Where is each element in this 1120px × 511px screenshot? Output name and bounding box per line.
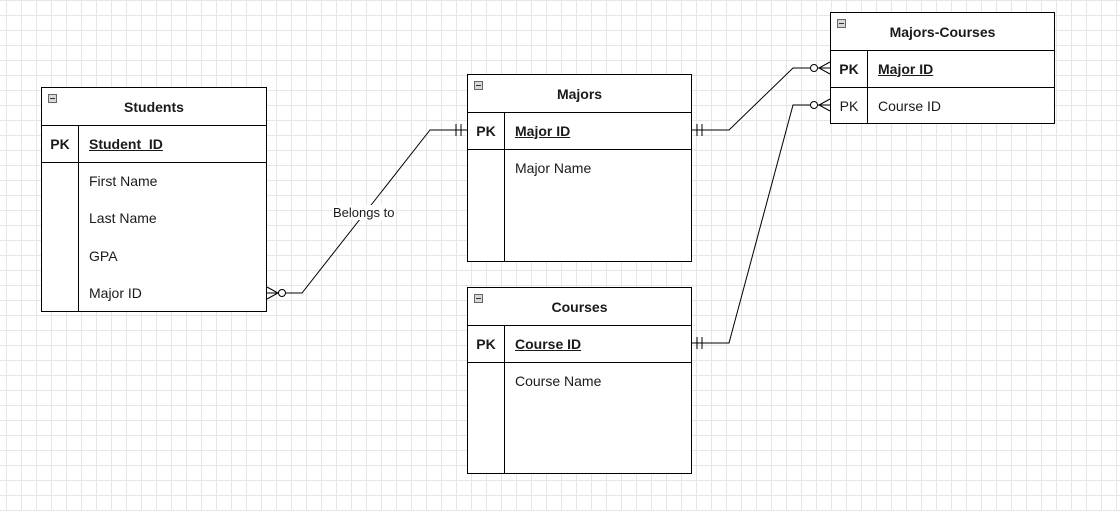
students-key-column <box>42 163 79 311</box>
zero-marker-majorscourses-major-id <box>810 64 818 72</box>
majors-table[interactable]: Majors PK Major ID Major Name <box>467 74 692 262</box>
courses-table[interactable]: Courses PK Course ID Course Name <box>467 287 692 474</box>
majors-courses-pk-course-id: Course ID <box>878 97 942 114</box>
majors-table-header[interactable]: Majors <box>468 75 691 113</box>
crowfoot-majorscourses-course-id <box>817 98 831 112</box>
courses-table-title: Courses <box>551 298 608 315</box>
students-field-gpa[interactable]: GPA <box>89 248 118 264</box>
one-marker-majors-right <box>696 124 703 136</box>
majors-field-major-name[interactable]: Major Name <box>515 160 592 176</box>
pk-label: PK <box>468 112 505 149</box>
majors-table-title: Majors <box>556 85 603 102</box>
one-marker-courses-right <box>696 337 703 349</box>
one-marker-majors-left <box>455 124 462 136</box>
collapse-icon[interactable] <box>837 19 846 28</box>
majors-courses-table-header[interactable]: Majors-Courses <box>831 13 1054 51</box>
courses-field-course-name[interactable]: Course Name <box>515 373 602 389</box>
pk-label: PK <box>468 325 505 362</box>
pk-label: PK <box>831 87 868 124</box>
majors-courses-pk-row-course-id[interactable]: PK Course ID <box>831 87 1054 124</box>
majors-pk-row[interactable]: PK Major ID <box>468 112 691 150</box>
courses-pk-field: Course ID <box>515 335 582 352</box>
students-table-header[interactable]: Students <box>42 88 266 126</box>
pk-label: PK <box>831 50 868 87</box>
relationship-label-belongs-to[interactable]: Belongs to <box>332 205 396 220</box>
collapse-icon[interactable] <box>474 81 483 90</box>
students-pk-field: Student_ID <box>89 135 163 152</box>
students-field-major-id[interactable]: Major ID <box>89 285 142 301</box>
courses-key-column <box>468 363 505 473</box>
majors-pk-field: Major ID <box>515 122 571 139</box>
edge-courses-majorscourses <box>692 104 830 344</box>
crowfoot-majorscourses-major-id <box>817 61 831 75</box>
students-table-title: Students <box>124 98 184 115</box>
students-pk-row[interactable]: PK Student_ID <box>42 125 266 163</box>
courses-table-header[interactable]: Courses <box>468 288 691 326</box>
edge-majors-majorscourses <box>692 67 830 131</box>
students-field-first-name[interactable]: First Name <box>89 173 158 189</box>
majors-courses-pk-row-major-id[interactable]: PK Major ID <box>831 50 1054 88</box>
zero-marker-students-major-id <box>278 289 286 297</box>
courses-pk-row[interactable]: PK Course ID <box>468 325 691 363</box>
pk-label: PK <box>42 125 79 162</box>
zero-marker-majorscourses-course-id <box>810 101 818 109</box>
collapse-icon[interactable] <box>474 294 483 303</box>
majors-courses-table-title: Majors-Courses <box>889 23 996 40</box>
majors-courses-table[interactable]: Majors-Courses PK Major ID PK Course ID <box>830 12 1055 124</box>
collapse-icon[interactable] <box>48 94 57 103</box>
students-field-last-name[interactable]: Last Name <box>89 210 157 226</box>
majors-key-column <box>468 150 505 261</box>
students-table[interactable]: Students PK Student_ID First Name Last N… <box>41 87 267 312</box>
majors-courses-pk-major-id: Major ID <box>878 60 934 77</box>
